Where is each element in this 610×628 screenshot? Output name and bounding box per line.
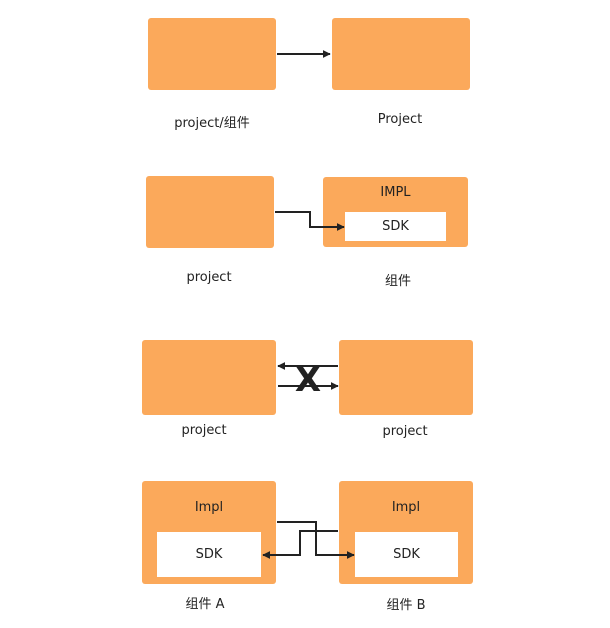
row2-left-label: project bbox=[186, 270, 232, 285]
row4-right-box: Impl SDK bbox=[339, 481, 473, 584]
row4-left-box: Impl SDK bbox=[142, 481, 276, 584]
row2-arrow bbox=[275, 211, 345, 231]
row4-left-label: 组件 A bbox=[185, 597, 225, 612]
row4-right-label: 组件 B bbox=[386, 598, 426, 613]
row2-right-inner-sdk: SDK bbox=[345, 212, 446, 241]
row3-left-label: project bbox=[181, 423, 227, 438]
row2-right-box-title: IMPL bbox=[380, 185, 411, 200]
row1-left-label: project/组件 bbox=[174, 116, 250, 131]
row1-left-box bbox=[148, 18, 276, 90]
row3-left-box bbox=[142, 340, 276, 415]
row4-arrow-left-to-right bbox=[277, 521, 355, 559]
row4-left-box-title: Impl bbox=[194, 500, 224, 515]
row4-arrow-right-to-left bbox=[262, 530, 338, 559]
row3-right-label: project bbox=[382, 424, 428, 439]
row4-right-box-title: Impl bbox=[391, 500, 421, 515]
row2-right-box: IMPL SDK bbox=[323, 177, 468, 247]
row2-left-box bbox=[146, 176, 274, 248]
row1-right-label: Project bbox=[377, 112, 423, 127]
row3-right-box bbox=[339, 340, 473, 415]
row2-right-label: 组件 bbox=[384, 274, 412, 289]
row4-right-inner-sdk: SDK bbox=[355, 532, 458, 577]
row4-left-inner-sdk: SDK bbox=[157, 532, 261, 577]
row1-right-box bbox=[332, 18, 470, 90]
row3-cross-mark: X bbox=[295, 360, 321, 400]
